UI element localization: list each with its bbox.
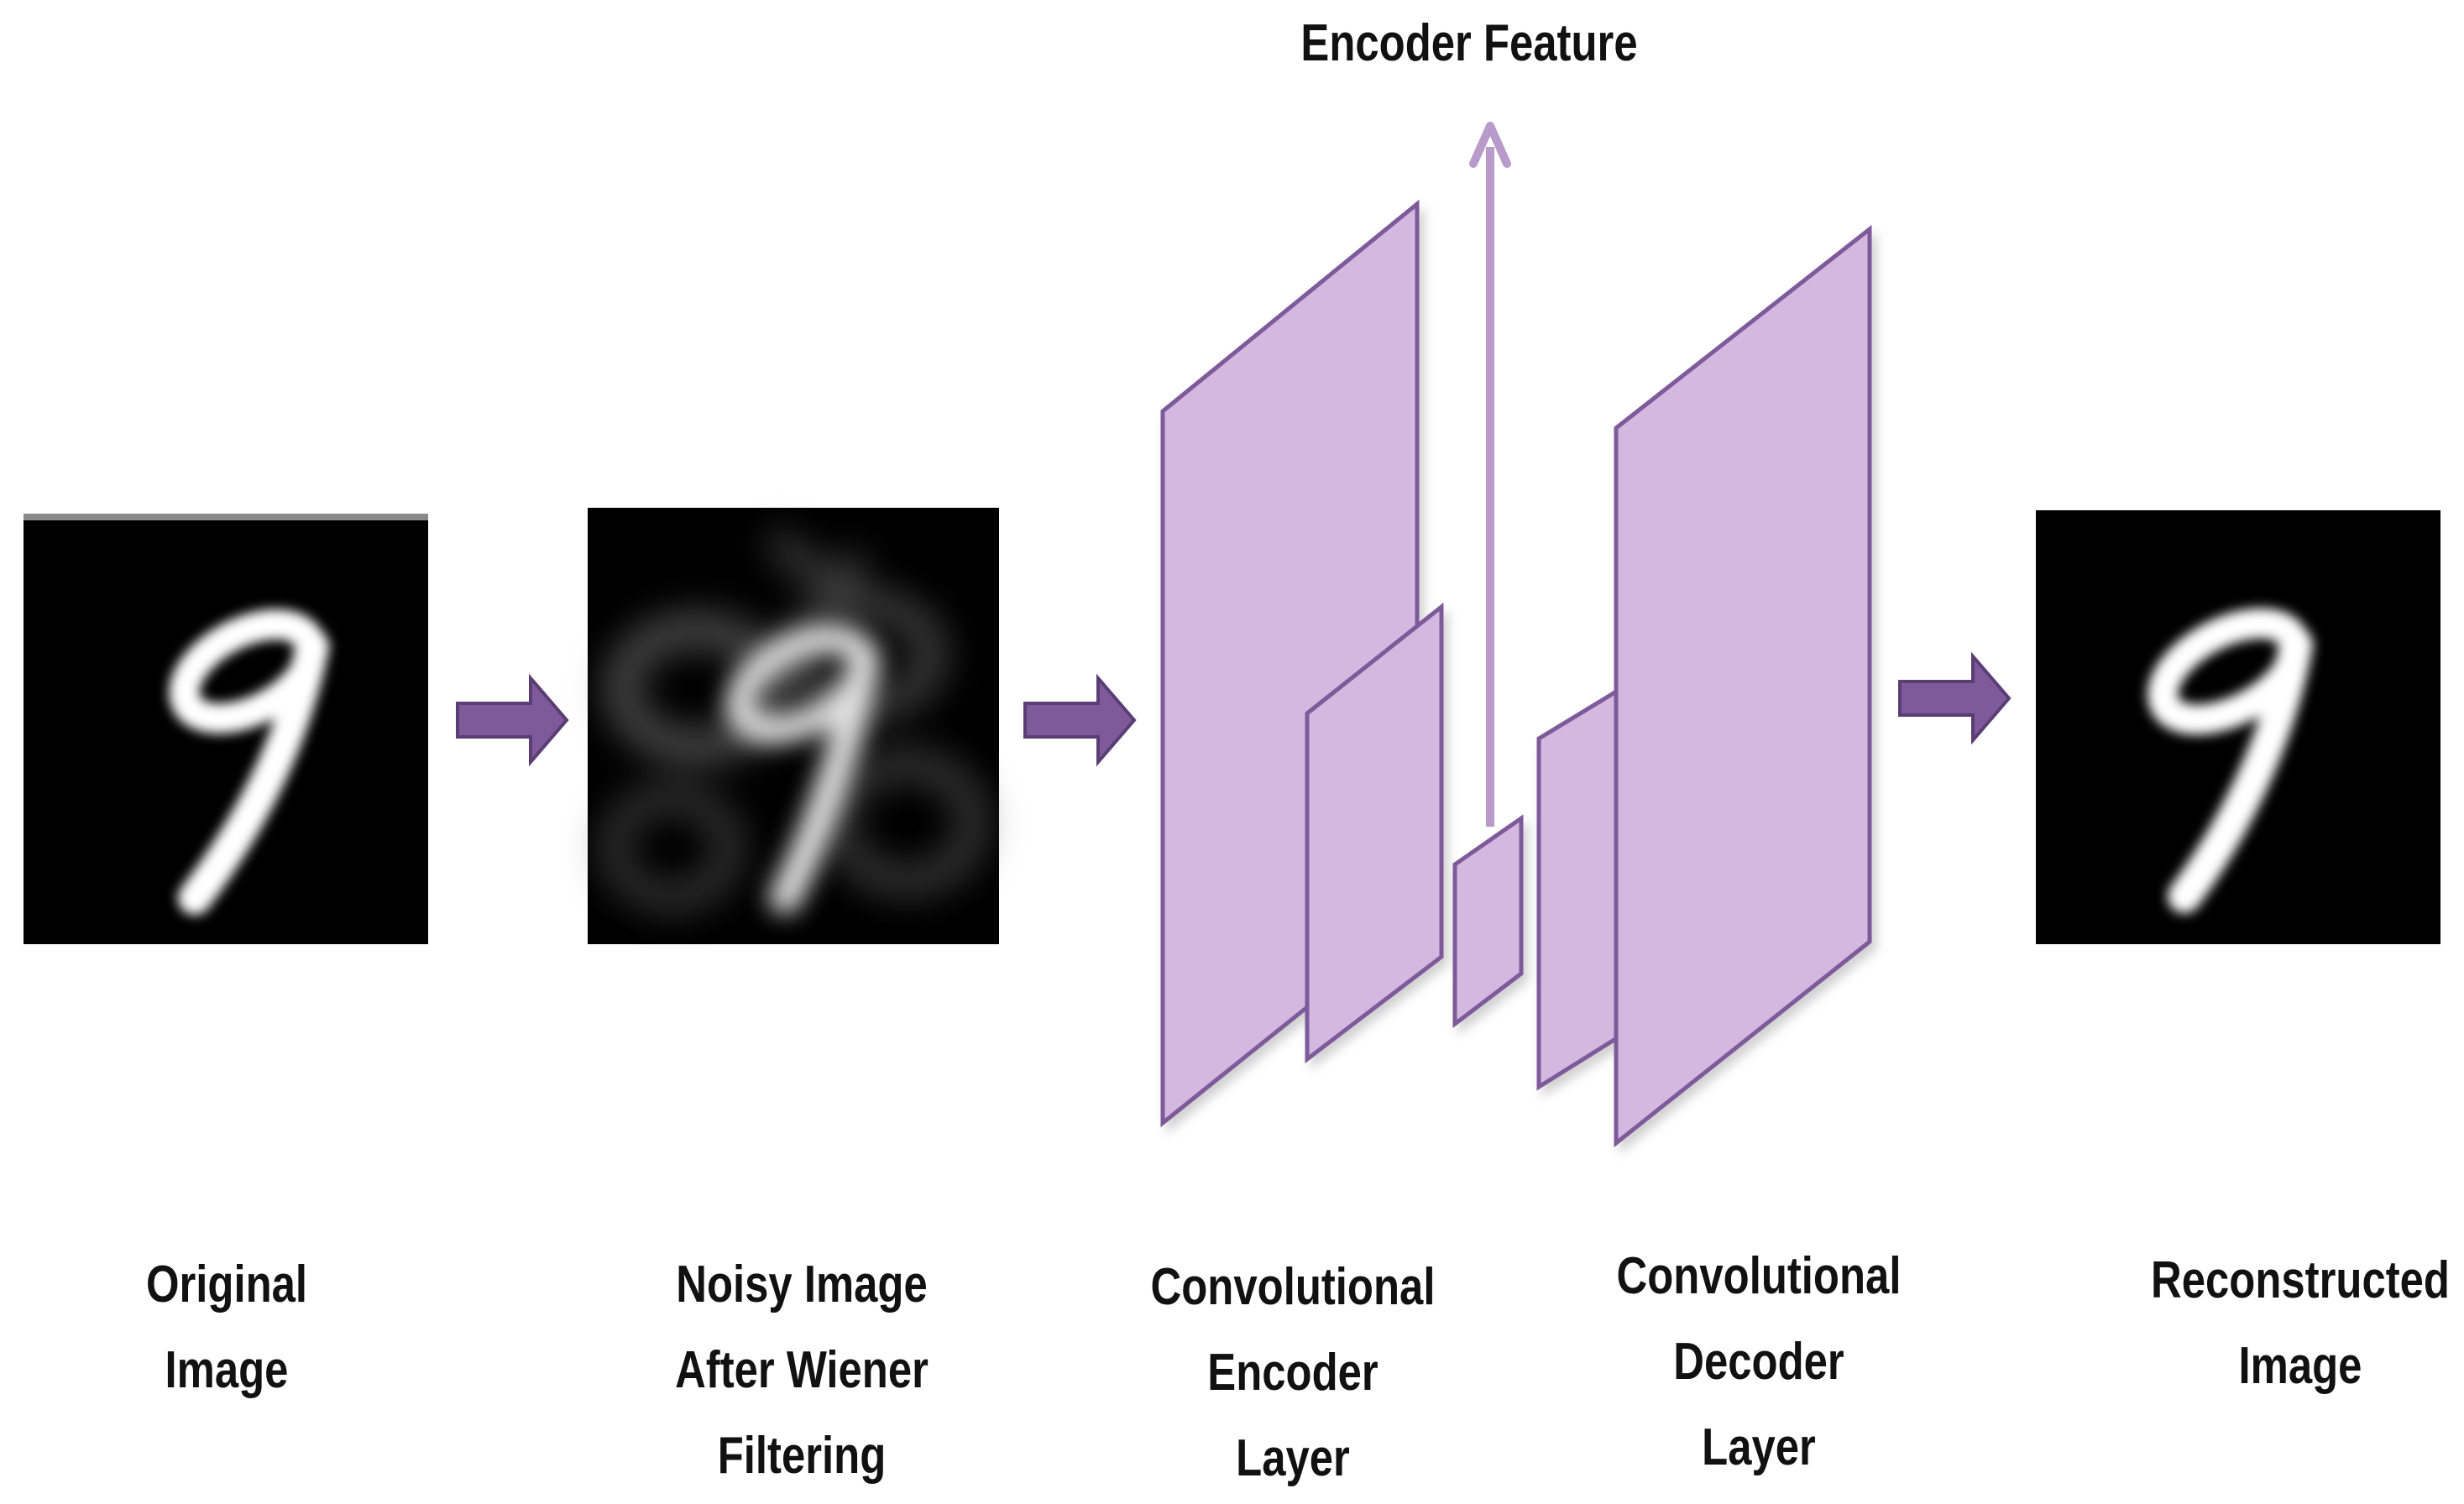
right-arrow-icon xyxy=(1023,673,1137,767)
caption-line: Layer xyxy=(1236,1429,1350,1487)
original-image-caption: Original Image xyxy=(130,1242,323,1413)
right-arrow-icon xyxy=(1898,651,2011,745)
caption-line: Convolutional xyxy=(1616,1247,1902,1305)
encoder-layers xyxy=(1160,199,1524,1128)
digit-9-image xyxy=(2147,608,2313,913)
caption-line: Filtering xyxy=(717,1427,887,1485)
digit-9-image xyxy=(725,624,881,914)
caption-line: Original xyxy=(145,1256,308,1313)
caption-line: Reconstructed xyxy=(2151,1251,2450,1309)
original-image xyxy=(24,514,428,944)
caption-line: Noisy Image xyxy=(676,1256,928,1313)
noisy-image xyxy=(588,508,999,944)
decoder-layer-2 xyxy=(1614,224,1872,1148)
decoder-layer-caption: Convolutional Decoder Layer xyxy=(1608,1234,1911,1491)
encoder-feature-label: Encoder Feature xyxy=(1300,14,1638,72)
caption-line: Layer xyxy=(1702,1418,1816,1476)
right-arrow-icon xyxy=(456,673,569,767)
caption-line: After Wiener xyxy=(675,1341,929,1399)
caption-line: Image xyxy=(165,1341,289,1399)
digit-9-image xyxy=(169,609,329,915)
noisy-image-caption: Noisy Image After Wiener Filtering xyxy=(647,1242,957,1499)
caption-line: Decoder xyxy=(1673,1333,1844,1391)
up-arrow-icon xyxy=(1469,122,1511,827)
caption-line: Convolutional xyxy=(1150,1258,1436,1316)
reconstructed-image-caption: Reconstructed Image xyxy=(2149,1238,2452,1409)
encoder-layer-caption: Convolutional Encoder Layer xyxy=(1142,1245,1445,1501)
encoder-layer-2 xyxy=(1305,602,1444,1064)
caption-line: Image xyxy=(2238,1337,2362,1395)
encoder-bottleneck xyxy=(1452,814,1524,1029)
reconstructed-image xyxy=(2036,510,2440,944)
decoder-layers xyxy=(1536,224,1872,1148)
caption-line: Encoder xyxy=(1207,1344,1378,1402)
